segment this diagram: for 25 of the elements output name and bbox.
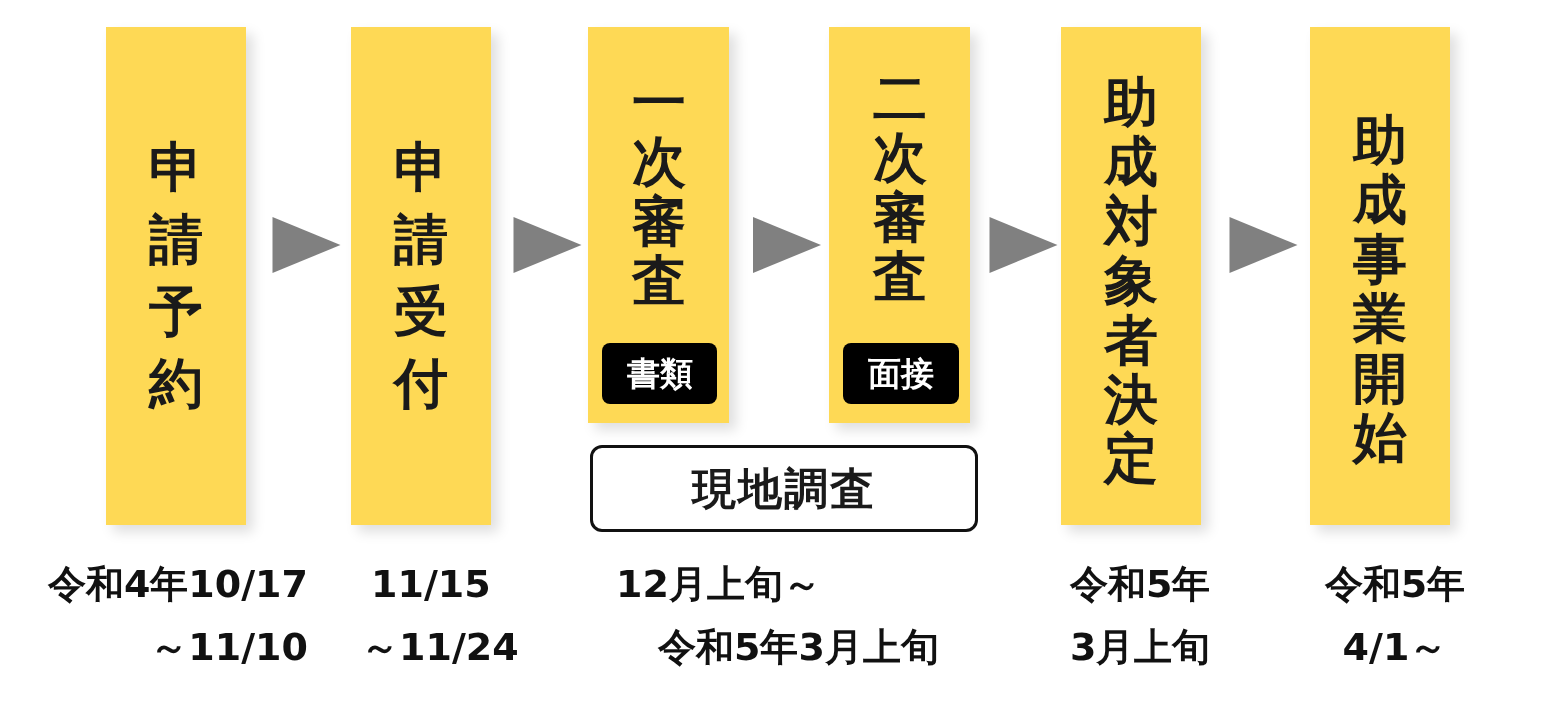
step-title: 助成対象者決定: [1104, 73, 1158, 489]
arrow: [1229, 217, 1298, 273]
step-box: [588, 27, 729, 423]
schedule-date: 令和4年10/17～11/10: [46, 561, 308, 671]
review-type-tag: 面接: [843, 343, 959, 404]
step-box: [1310, 27, 1450, 525]
schedule-date: 令和5年3月上旬: [1070, 561, 1212, 671]
arrow: [272, 217, 341, 273]
step-title: 申請予約: [149, 135, 203, 417]
step-box: [106, 27, 246, 525]
schedule-date: 11/15～11/24: [361, 561, 520, 671]
arrow: [989, 217, 1058, 273]
arrow: [753, 217, 821, 273]
arrow: [513, 217, 582, 273]
schedule-date: 令和5年4/1～: [1323, 561, 1467, 671]
step-box: [1061, 27, 1201, 525]
schedule-date: 12月上旬～令和5年3月上旬: [616, 561, 940, 671]
review-type-tag: 書類: [602, 343, 717, 404]
process-box: 現地調査: [590, 445, 978, 532]
step-box: [829, 27, 970, 423]
step-title: 二次審査: [872, 69, 927, 307]
step-title: 申請受付: [394, 135, 448, 417]
step-title: 助成事業開始: [1353, 111, 1407, 468]
step-box: [351, 27, 491, 525]
step-title: 一次審査: [631, 73, 686, 311]
